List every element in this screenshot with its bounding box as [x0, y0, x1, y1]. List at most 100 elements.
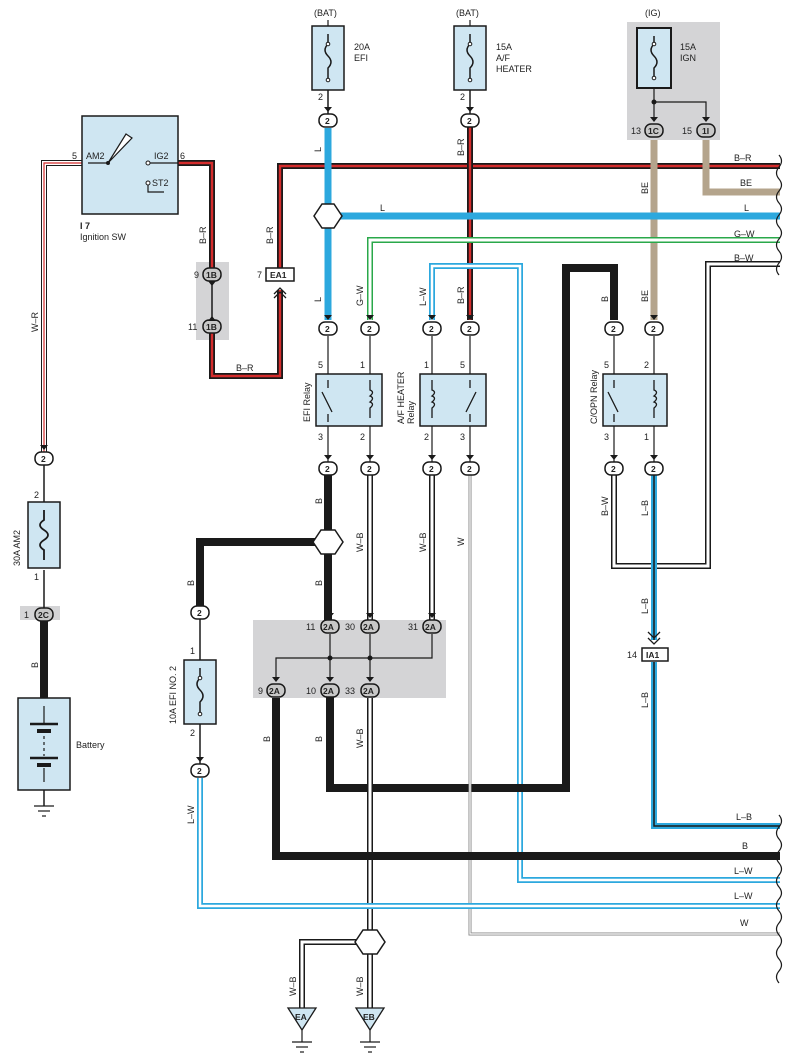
splice-l: [313, 203, 343, 229]
svg-text:5: 5: [604, 360, 609, 370]
svg-text:31: 31: [408, 622, 418, 632]
wires: [40, 86, 780, 1008]
connector-ia1-pin: 14: [627, 650, 637, 660]
svg-text:2: 2: [651, 324, 656, 334]
fuse-efi2-pin-bottom: 2: [190, 728, 195, 738]
svg-text:2: 2: [467, 324, 472, 334]
svg-text:2A: 2A: [323, 622, 334, 632]
fuse-efi2-pin-top: 1: [190, 646, 195, 656]
relay-afh-switch-icon: [465, 380, 477, 422]
label-w-right: W: [740, 918, 749, 928]
ignition-am2: AM2: [86, 151, 105, 161]
label-b-5: B: [262, 736, 272, 742]
connector-efi2-bottom: [190, 763, 210, 778]
relay-afh-coil-icon: [430, 380, 436, 418]
label-w-b-1: W–B: [355, 532, 365, 552]
label-be-right: BE: [740, 178, 752, 188]
fuse-out-connectors: 2 2: [318, 113, 480, 128]
relay-afh-box: [419, 373, 487, 427]
svg-text:2A: 2A: [425, 622, 436, 632]
svg-text:2A: 2A: [323, 686, 334, 696]
ignition-id: I 7: [80, 221, 90, 231]
wire-b-copn: [326, 264, 618, 792]
label-w-r: W–R: [30, 312, 40, 333]
ground-icon-eb: [360, 1030, 380, 1053]
fuse-am2-label: 30A AM2: [12, 530, 22, 566]
svg-text:EA1: EA1: [270, 270, 287, 280]
svg-text:33: 33: [345, 686, 355, 696]
ground-icon-battery: [34, 805, 54, 817]
svg-text:2: 2: [467, 116, 472, 126]
svg-text:2: 2: [611, 324, 616, 334]
svg-text:2: 2: [41, 454, 46, 464]
label-b-6: B: [314, 736, 324, 742]
fuse-efi-icon: [324, 34, 332, 80]
fuse-efi2-icon: [196, 668, 204, 714]
label-l-w-2: L–W: [186, 805, 196, 824]
connector-efi2-top: [190, 605, 210, 620]
svg-text:1B: 1B: [206, 270, 217, 280]
svg-text:IA1: IA1: [646, 650, 660, 660]
fuse-am2-pin-bottom: 1: [34, 572, 39, 582]
svg-text:2A: 2A: [363, 622, 374, 632]
source-bat-1: (BAT): [314, 8, 337, 18]
ignition-pin-ig2: 6: [180, 151, 185, 161]
connector-1c: [644, 123, 664, 138]
connector-1i-label: 1I: [702, 126, 709, 136]
battery-name: Battery: [76, 740, 105, 750]
wire-labels: W–R B–R B–R B–R B–R B–R B–R L L L L BE B…: [30, 138, 755, 996]
label-b-right: B: [742, 841, 748, 851]
svg-text:2: 2: [197, 608, 202, 618]
connector-ea1-pin: 7: [257, 270, 262, 280]
splice-w-b: [354, 929, 386, 955]
label-b-2: B: [314, 498, 324, 504]
label-l-1: L: [313, 147, 323, 152]
label-l-b-1: L–B: [640, 500, 650, 516]
label-b-r-5: B–R: [456, 286, 466, 304]
wire-w-b-ea: [299, 939, 358, 1008]
svg-text:2: 2: [325, 116, 330, 126]
wire-w: [468, 472, 780, 936]
fuse-efi-amp: 20A: [354, 42, 370, 52]
svg-text:2: 2: [467, 464, 472, 474]
fuse-efi-pin: 2: [318, 92, 323, 102]
svg-text:2: 2: [651, 464, 656, 474]
battery-icon: [30, 706, 58, 782]
label-l-b-right: L–B: [736, 812, 752, 822]
relay-efi-switch-icon: [321, 380, 333, 422]
svg-text:2: 2: [429, 464, 434, 474]
svg-text:2: 2: [197, 766, 202, 776]
svg-text:2: 2: [360, 432, 365, 442]
wire-be-1i: [702, 140, 780, 196]
connector-1i: [696, 123, 716, 138]
label-w-b-2: W–B: [418, 532, 428, 552]
svg-text:2: 2: [325, 324, 330, 334]
fuse-afh-pin: 2: [460, 92, 465, 102]
svg-text:2: 2: [611, 464, 616, 474]
relay-afh-name: A/F HEATER: [396, 371, 406, 424]
svg-text:3: 3: [604, 432, 609, 442]
connector-ia1: [641, 647, 669, 662]
label-b-w-right: B–W: [734, 253, 754, 263]
label-w-b-3: W–B: [355, 728, 365, 748]
ground-ea: [286, 1007, 318, 1032]
svg-text:2C: 2C: [38, 610, 49, 620]
label-l-3: L: [380, 203, 385, 213]
wire-b-to-efi2: [196, 538, 318, 608]
splice-b: [312, 529, 344, 555]
relay-afh-name2: Relay: [406, 400, 416, 424]
svg-text:1B: 1B: [206, 322, 217, 332]
svg-text:2: 2: [325, 464, 330, 474]
svg-text:30: 30: [345, 622, 355, 632]
fuse-ign-name: IGN: [680, 53, 696, 63]
label-w-b-ea: W–B: [288, 976, 298, 996]
fuse-ign-icon: [650, 36, 658, 78]
connector-ea1: [265, 267, 295, 282]
svg-text:5: 5: [318, 360, 323, 370]
source-bat-2: (BAT): [456, 8, 479, 18]
flow-arrows: [40, 107, 710, 762]
junction-2a-block: [253, 620, 446, 698]
svg-text:1: 1: [424, 360, 429, 370]
svg-text:5: 5: [460, 360, 465, 370]
junction-bus-b: [275, 634, 433, 680]
